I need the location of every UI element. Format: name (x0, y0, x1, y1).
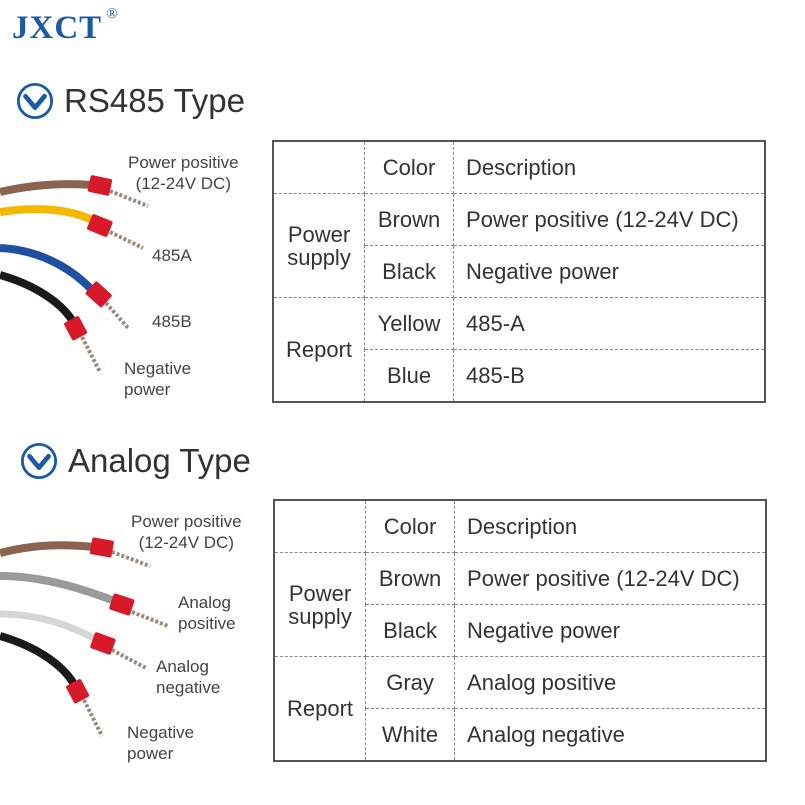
black-wire (0, 632, 104, 737)
registered-mark: ® (106, 6, 119, 22)
description-cell: Power positive (12-24V DC) (454, 552, 767, 605)
description-cell: Negative power (453, 245, 766, 298)
description-cell: 485-A (453, 297, 766, 350)
table-row: Report Gray Analog positive (273, 656, 767, 762)
group-label: Report (273, 656, 367, 762)
wire-color-cell: White (365, 708, 456, 762)
table-header-cell: Description (453, 140, 766, 194)
rs485-label-485a: 485A (152, 246, 192, 265)
table-header-row: Color Description (273, 499, 767, 553)
analog-label-analog-negative: Analog negative (156, 657, 221, 697)
description-cell: Negative power (454, 604, 767, 657)
table-header-row: Color Description (272, 140, 766, 194)
rs485-wiring-table: Color Description Power supply Brown Pow… (272, 140, 767, 403)
table-header-cell: Color (364, 140, 455, 194)
brown-wire (0, 175, 149, 208)
rs485-section-title: RS485 Type (16, 82, 245, 120)
table-row: Black Negative power (274, 604, 767, 657)
rs485-label-485b: 485B (152, 312, 192, 331)
wire-color-cell: Brown (365, 552, 456, 605)
analog-wire-diagram (0, 537, 169, 737)
table-row: Report Yellow 485-A (272, 297, 766, 403)
table-header-cell (272, 140, 366, 194)
description-cell: Analog negative (454, 708, 767, 762)
wire-color-cell: Blue (364, 349, 455, 403)
group-label: Power supply (272, 193, 366, 298)
chevron-circle-icon (20, 442, 58, 480)
wire-color-cell: Gray (365, 656, 456, 709)
brand-logo: JXCT® (12, 6, 119, 47)
chevron-circle-icon (16, 82, 54, 120)
wire-color-cell: Yellow (364, 297, 455, 350)
analog-label-analog-positive: Analog positive (178, 593, 236, 633)
rs485-label-power-positive: Power positive (12-24V DC) (128, 153, 239, 193)
table-row: Power supply Brown Power positive (12-24… (273, 552, 767, 657)
table-row: White Analog negative (274, 708, 767, 762)
description-cell: Analog positive (454, 656, 767, 709)
brown-wire (0, 537, 151, 568)
description-cell: Power positive (12-24V DC) (453, 193, 766, 246)
analog-title: Analog Type (68, 442, 251, 479)
white-wire (0, 610, 147, 670)
rs485-title: RS485 Type (64, 82, 246, 119)
analog-label-power-positive: Power positive (12-24V DC) (131, 512, 242, 552)
table-header-cell (273, 499, 367, 553)
analog-wiring-table: Color Description Power supply Brown Pow… (273, 499, 768, 762)
wire-color-cell: Black (365, 604, 456, 657)
analog-section-title: Analog Type (20, 442, 251, 480)
yellow-wire (0, 205, 144, 250)
black-wire (0, 271, 102, 373)
table-row: Blue 485-B (273, 349, 766, 403)
wire-color-cell: Brown (364, 193, 455, 246)
table-row: Power supply Brown Power positive (12-24… (272, 193, 766, 298)
group-label: Report (272, 297, 366, 403)
blue-wire (0, 244, 130, 330)
rs485-wire-diagram (0, 175, 149, 373)
brand-name: JXCT (12, 10, 103, 46)
wire-color-cell: Black (364, 245, 455, 298)
analog-label-negative-power: Negative power (127, 723, 195, 763)
description-cell: 485-B (453, 349, 766, 403)
table-header-cell: Description (454, 499, 767, 553)
table-header-cell: Color (365, 499, 456, 553)
rs485-label-negative-power: Negative power (124, 359, 192, 399)
gray-wire (0, 572, 169, 628)
group-label: Power supply (273, 552, 367, 657)
